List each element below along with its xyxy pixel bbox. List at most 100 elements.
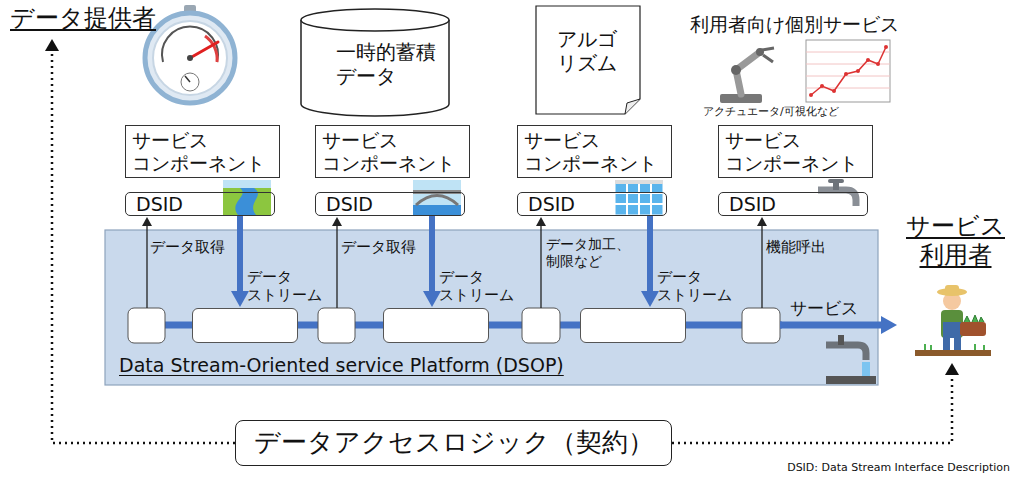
line-chart-icon [832,89,836,93]
line-chart-icon [811,47,886,95]
document-fold [625,99,640,114]
actor-label: サービス 利用者 [898,212,1013,362]
bridge-icon [413,180,461,215]
dsid-box-text: DSID [729,193,776,215]
platform-ground [522,308,560,343]
line-chart-icon [884,45,888,49]
stream-box-text: データ ストリーム [247,268,322,304]
line-chart-icon [809,93,813,97]
dsid-box-text: DSID [326,193,373,215]
gauge-icon [162,27,218,62]
call-arrow [146,225,147,308]
gauge-icon [190,42,218,58]
document-outline [536,6,640,114]
gauge-icon [185,76,190,82]
service-component-text: サービス コンポーネント [322,129,455,175]
river-icon [223,180,271,215]
edge-label: データ加工、 制限など [546,236,630,270]
call-arrow [540,225,541,308]
service-component: サービス コンポーネント [718,125,873,178]
edge-label: サービス [790,298,858,318]
stream-box: データ ストリーム [383,308,489,343]
robot-arm-icon [762,48,774,62]
edge-label: データ取得 [341,238,416,256]
dsid-box-text: DSID [528,193,575,215]
farmer-icon [964,315,984,322]
contract-box: データアクセスロジック（契約） [235,420,672,466]
stream-box-text: データ ストリーム [657,268,732,304]
river-icon [223,180,271,188]
storage-cylinder: 一時的蓄積 データ [300,8,450,116]
service-component-text: サービス コンポーネント [725,129,858,175]
stream-box: データ ストリーム [192,308,298,343]
line-chart-icon [844,72,848,76]
water-plant-icon [615,180,663,215]
line-chart-icon [806,52,890,88]
gauge-icon [187,55,193,61]
storage-cylinder-text: 一時的蓄積 データ [336,40,436,88]
stream-box-text: データ ストリーム [439,268,514,304]
platform-ground [128,308,165,343]
platform-ground [742,308,780,343]
band-faucet-icon [826,376,876,384]
bridge-icon [413,180,461,215]
algorithm-document: アルゴ リズム [535,5,641,115]
faucet-icon [828,179,844,183]
line-chart-icon [806,40,890,102]
platform-band-text: Data Stream-Oriented service Platform (D… [119,354,564,377]
cylinder-body [301,20,449,116]
line-chart-icon [809,45,888,97]
line-chart-icon [866,58,870,62]
stream-arrow [647,216,653,292]
water-plant-icon [615,182,663,215]
platform-ground [318,308,355,343]
gauge-icon [145,13,235,103]
gauge-icon [181,73,199,91]
dsid-box: DSID [315,192,465,216]
footnote: DSID: Data Stream Interface Description [787,461,1010,474]
edge-label: データ取得 [150,238,225,256]
farmer-icon [915,285,991,356]
dsid-box: DSID [125,192,275,216]
actor-label-text: サービス 利用者 [906,212,1005,270]
band-faucet-icon [826,335,876,384]
water-plant-icon [615,180,663,184]
contract-link [52,50,235,443]
river-icon [223,180,271,215]
service-component: サービス コンポーネント [125,125,280,178]
line-chart-icon [820,84,824,88]
icon-caption: アクチュエータ/可視化など [703,105,839,118]
contract-link [672,374,952,443]
bridge-icon [413,205,461,215]
stream-box: データ ストリーム [580,308,686,343]
actor-label-text: データ提供者 [10,4,156,33]
gauge-icon [153,21,227,95]
line-chart-icon [856,69,860,73]
line-chart-icon [806,40,890,102]
dsid-box: DSID [517,192,667,216]
algorithm-document-text: アルゴ リズム [557,27,617,75]
call-arrow [336,225,337,308]
water-plant-icon [615,182,663,215]
service-component: サービス コンポーネント [315,125,470,178]
robot-arm-icon [731,65,741,75]
band-faucet-icon [838,335,844,345]
call-arrow [761,225,762,308]
farmer-icon [943,337,950,350]
service-component-text: サービス コンポーネント [132,129,265,175]
farmer-icon [945,285,959,292]
contract-box-text: データアクセスロジック（契約） [254,427,654,458]
farmer-icon [915,350,991,356]
edge-label: 機能呼出 [766,238,826,256]
farmer-icon [954,337,961,350]
stream-arrow [237,216,243,292]
farmer-icon [943,322,961,338]
farmer-icon [960,322,986,336]
robot-arm-icon [720,48,774,103]
band-faucet-icon [826,345,866,360]
stream-arrow [429,216,435,292]
cylinder-top [301,9,449,31]
dsid-box-text: DSID [136,193,183,215]
